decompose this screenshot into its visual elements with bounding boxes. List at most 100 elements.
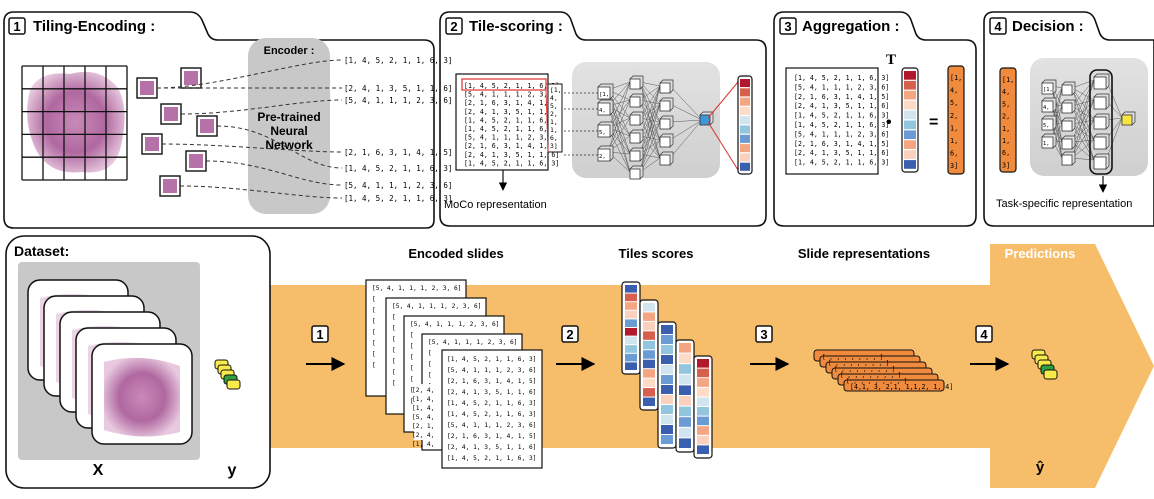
encoded-row: [5, 4, 1, 1, 1, 2, 3, 6] <box>428 339 517 346</box>
score-cell <box>904 110 916 120</box>
node <box>1093 156 1107 170</box>
node <box>629 150 641 162</box>
score-cell <box>625 336 637 345</box>
step-number: 2 <box>566 327 573 342</box>
score-cell <box>661 375 673 384</box>
score-cell <box>625 310 637 319</box>
step-number: 3 <box>784 19 791 34</box>
y-label: y <box>228 462 237 479</box>
node <box>1093 76 1107 90</box>
node <box>1093 136 1107 150</box>
step-number: 4 <box>980 327 988 342</box>
encoder-label-2: Neural <box>270 124 307 138</box>
score-cell <box>643 378 655 388</box>
representation-value: 1, <box>950 137 958 145</box>
score-cell <box>679 364 691 374</box>
vector-value: 5, <box>550 102 558 110</box>
representation-value: 6, <box>950 150 958 158</box>
edge <box>1105 117 1123 161</box>
score-cells <box>740 79 750 171</box>
step-number: 1 <box>13 19 20 34</box>
encoded-row-fragment: [ <box>410 376 414 383</box>
step-badge <box>975 325 993 343</box>
tile-vector: [2, 4, 1, 3, 5, 1, 1, 6] <box>344 84 452 93</box>
score-cell <box>679 417 691 427</box>
score-cell <box>625 319 637 327</box>
vector-value: [1, <box>550 86 562 94</box>
encoded-row: [2, 1, 6, 3, 1, 4, 1, 5] <box>447 378 536 385</box>
score-cell <box>697 397 709 406</box>
score-cell <box>740 79 750 88</box>
tile-vector-column <box>547 83 563 153</box>
tile-tissue <box>200 119 214 133</box>
matrix-row: [1, 4, 5, 2, 1, 1, 6, 3] <box>464 159 559 167</box>
matrix-row: [1, 4, 5, 2, 1, 1, 6, 3] <box>794 74 889 82</box>
score-cell <box>661 385 673 394</box>
node <box>629 132 641 144</box>
input-value: 4, <box>599 108 606 114</box>
score-cell <box>625 302 637 310</box>
score-cell <box>904 120 916 130</box>
encoded-row-fragment: [ <box>372 307 376 314</box>
encoded-row: [5, 4, 1, 1, 1, 2, 3, 6] <box>410 321 499 328</box>
score-cell <box>740 88 750 97</box>
score-cell <box>904 140 916 149</box>
edge <box>1051 87 1063 141</box>
encoder-heading: Encoder : <box>264 45 315 57</box>
node <box>1041 82 1054 95</box>
matrix-row: [1, 4, 5, 2, 1, 1, 6, 3] <box>464 125 559 133</box>
scoring-network: [1,4,5,2, <box>564 75 714 180</box>
decision-network: [1,4,5,1, <box>1041 69 1136 175</box>
score-cell <box>697 407 709 416</box>
encoded-slides-stack: [5, 4, 1, 1, 1, 2, 3, 6] [ [ [ [ [ [ [ [5, 4, 1,… <box>365 279 543 469</box>
score-cell <box>625 285 637 293</box>
tile-vector: [1, 4, 5, 2, 1, 1, 6, 3] <box>344 164 452 173</box>
encoded-row-fragment: [ <box>372 351 376 358</box>
prediction-stack <box>1031 349 1058 380</box>
score-cell <box>679 396 691 406</box>
node <box>1041 100 1054 113</box>
tile-tissue <box>189 154 203 168</box>
input-value: 5, <box>599 130 606 136</box>
score-cell <box>643 388 655 397</box>
encoded-row-fragment: [ <box>372 362 376 369</box>
representation-value: 3] <box>1002 161 1010 169</box>
encoded-row: [1, 4, 5, 2, 1, 1, 6, 3] <box>447 411 536 418</box>
representation-fragment: [ , , , , , , , ] <box>846 378 907 385</box>
step-number: 4 <box>994 19 1002 34</box>
matrix-row: [2, 4, 1, 3, 5, 1, 1, 6] <box>464 151 559 159</box>
encoder-label-1: Pre-trained <box>257 110 320 124</box>
node <box>659 136 671 148</box>
encoded-row-fragment: [ <box>392 347 396 354</box>
score-cell <box>661 405 673 414</box>
encoded-row: [1, 4, 5, 2, 1, 1, 6, 3] <box>447 455 536 462</box>
matrix-row: [2, 4, 1, 3, 5, 1, 1, 6] <box>794 149 889 157</box>
panel-title: Aggregation : <box>802 18 900 35</box>
representation-fragment: [ , , , , , , , ] <box>828 360 889 367</box>
encoded-row-fragment: [ <box>392 380 396 387</box>
node <box>659 82 671 94</box>
score-cell <box>643 350 655 359</box>
score-cell <box>625 345 637 353</box>
score-cell <box>643 303 655 312</box>
node <box>1041 136 1054 149</box>
tile-tissue <box>140 81 154 95</box>
node <box>659 100 671 112</box>
slide-stack <box>27 279 193 445</box>
representation-value: 2, <box>1002 113 1010 121</box>
node <box>659 154 671 166</box>
panel-title: Tile-scoring : <box>469 18 563 35</box>
edge <box>639 85 661 137</box>
score-cell <box>661 355 673 364</box>
matrix-row: [1, 4, 5, 2, 1, 1, 6, 3] <box>464 116 559 124</box>
score-cell <box>661 345 673 354</box>
encoded-row-fragment: [ <box>410 343 414 350</box>
x-label: X <box>93 462 104 479</box>
encoded-row-fragment: [ <box>392 336 396 343</box>
score-cell <box>904 80 916 90</box>
node <box>1093 96 1107 110</box>
label-tag <box>226 379 241 390</box>
dashed-link <box>156 59 343 89</box>
dataset-panel: Dataset: X y <box>5 235 271 489</box>
matrix-row: [5, 4, 1, 1, 1, 2, 3, 6] <box>464 91 559 99</box>
